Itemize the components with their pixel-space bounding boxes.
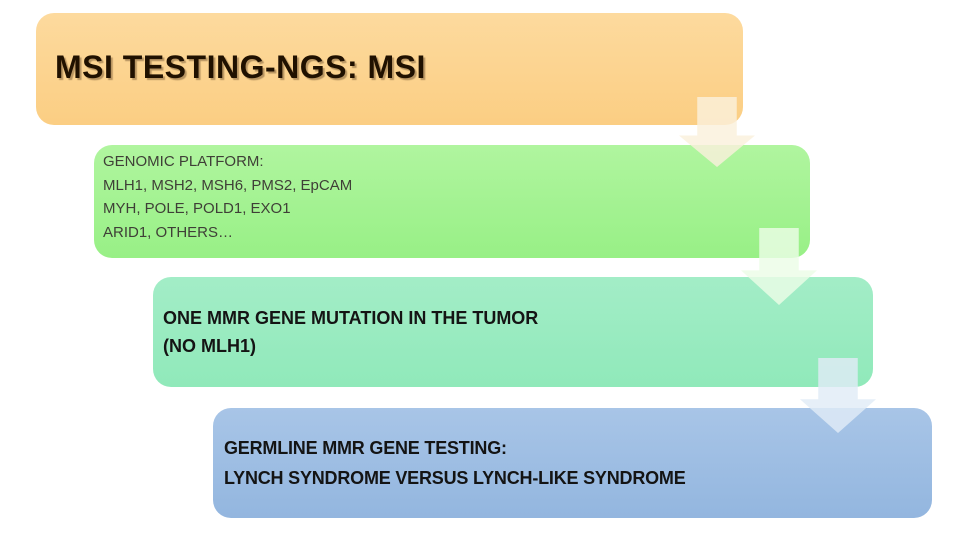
tumor-mutation-box: ONE MMR GENE MUTATION IN THE TUMOR (NO M…	[153, 277, 873, 387]
germline-testing-line-1: GERMLINE MMR GENE TESTING:	[224, 438, 507, 458]
tumor-mutation-line-2: (NO MLH1)	[163, 336, 256, 356]
gene-list-line-1: MLH1, MSH2, MSH6, PMS2, EpCAM	[103, 176, 353, 194]
tumor-mutation-line-1: ONE MMR GENE MUTATION IN THE TUMOR	[163, 308, 539, 328]
title-box: MSI TESTING-NGS: MSI	[36, 13, 743, 125]
gene-list-line-2: MYH, POLE, POLD1, EXO1	[103, 200, 291, 217]
genomic-platform-heading: GENOMIC PLATFORM:	[103, 153, 264, 170]
slide-title: MSI TESTING-NGS: MSI	[55, 48, 426, 85]
germline-testing-line-2: LYNCH SYNDROME VERSUS LYNCH-LIKE SYNDROM…	[224, 468, 686, 488]
gene-list-line-3: ARID1, OTHERS…	[103, 223, 234, 241]
genomic-platform-box: GENOMIC PLATFORM: MLH1, MSH2, MSH6, PMS2…	[94, 145, 810, 258]
germline-testing-box: GERMLINE MMR GENE TESTING: LYNCH SYNDROM…	[213, 408, 932, 518]
